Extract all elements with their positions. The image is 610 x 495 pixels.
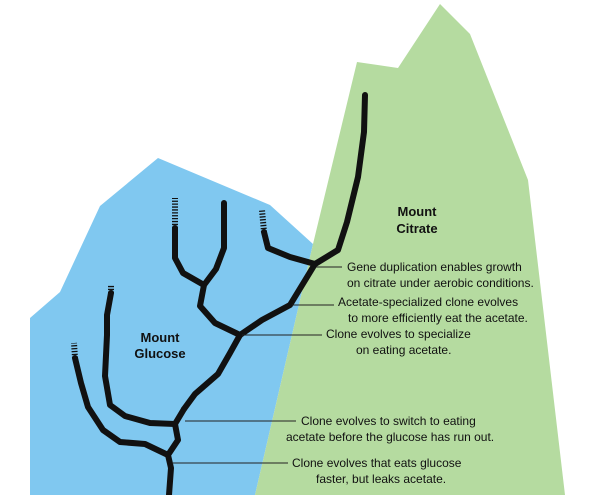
branch-glucose-leaker-left: [72, 355, 171, 458]
branch-right-upper: [261, 229, 318, 267]
mount-citrate-shape: [255, 4, 565, 495]
annotation-1-line1: Gene duplication enables growth: [347, 260, 522, 274]
annotation-2-line1: Acetate-specialized clone evolves: [338, 295, 518, 309]
dash-tip-left-glucose: [71, 342, 78, 359]
mount-citrate-label-line2: Citrate: [396, 221, 437, 236]
mount-citrate-label-line1: Mount: [398, 204, 438, 219]
branch-main-stem: [181, 332, 243, 412]
annotation-1-line2: on citrate under aerobic conditions.: [347, 276, 534, 290]
mount-glucose-label-line1: Mount: [141, 330, 181, 345]
annotation-4-line1: Clone evolves to switch to eating: [301, 414, 476, 428]
annotation-3-line2: on eating acetate.: [356, 343, 451, 357]
annotation-2-line2: to more efficiently eat the acetate.: [348, 311, 528, 325]
branch-switcher-left: [102, 290, 178, 427]
branch-to-citrate: [237, 261, 318, 338]
mount-glucose-label-line2: Glucose: [134, 346, 185, 361]
branch-citrate-stem: [312, 92, 368, 267]
annotation-5-line2: faster, but leaks acetate.: [316, 472, 446, 486]
branch-left-upper: [172, 225, 207, 288]
dash-tip-right-upper: [259, 209, 267, 233]
annotation-5-line1: Clone evolves that eats glucose: [292, 456, 462, 470]
annotation-3-line1: Clone evolves to specialize: [326, 327, 471, 341]
mount-glucose-shape: [30, 158, 313, 495]
annotation-4-line2: acetate before the glucose has run out.: [286, 430, 494, 444]
